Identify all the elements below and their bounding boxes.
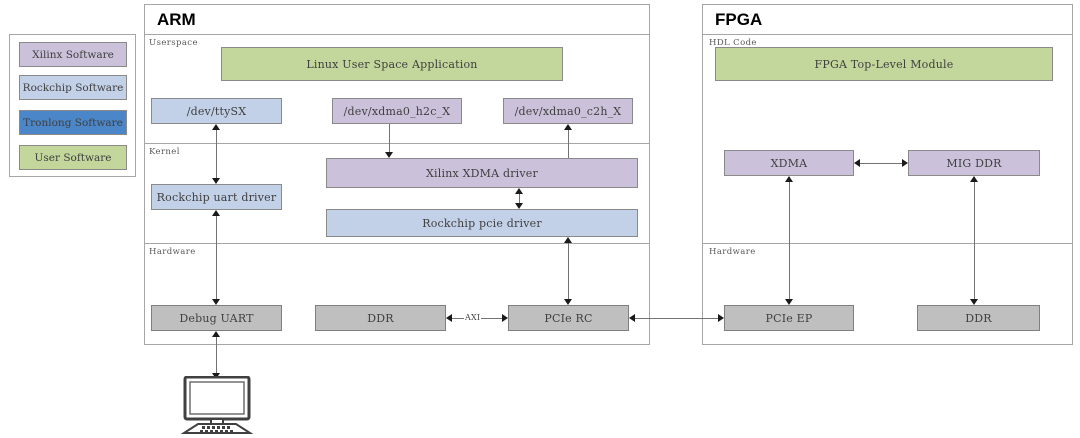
legend-item-rockchip: Rockchip Software xyxy=(19,75,127,100)
box-label: MIG DDR xyxy=(946,156,1002,170)
axi-edge-label: AXI xyxy=(464,313,482,322)
arrow-up-pciedriver2 xyxy=(564,237,572,243)
arrow-down-pcieep xyxy=(785,299,793,305)
xilinx-xdma-driver-box[interactable]: Xilinx XDMA driver xyxy=(326,158,638,188)
fpga-top-level-module-box[interactable]: FPGA Top-Level Module xyxy=(715,47,1053,81)
box-label: DDR xyxy=(965,311,992,325)
arrow-up-xdmadriver2 xyxy=(515,188,523,194)
dev-ttysx-box[interactable]: /dev/ttySX xyxy=(151,98,282,124)
arrow-down-fpgaddr xyxy=(970,299,978,305)
linux-user-space-application-box[interactable]: Linux User Space Application xyxy=(221,47,563,81)
legend-item-xilinx: Xilinx Software xyxy=(19,42,127,67)
arrow-down-uartdrv xyxy=(212,178,220,184)
laptop-icon xyxy=(178,375,256,438)
arrow-down-debuguart xyxy=(212,299,220,305)
conn-h2c-xdmadriver xyxy=(389,124,390,152)
arm-ddr-box[interactable]: DDR xyxy=(315,305,446,331)
legend-item-user: User Software xyxy=(19,145,127,170)
arm-panel-title: ARM xyxy=(157,10,196,29)
box-label: PCIe RC xyxy=(544,311,593,325)
arrow-left-pciers xyxy=(629,314,635,322)
legend-label: Tronlong Software xyxy=(23,116,123,129)
arrow-down-pciedriver xyxy=(515,203,523,209)
conn-migddr-fpgaddr xyxy=(974,182,975,299)
legend-panel: Xilinx Software Rockchip Software Tronlo… xyxy=(9,34,136,177)
rockchip-pcie-driver-box[interactable]: Rockchip pcie driver xyxy=(326,209,638,237)
fpga-panel-title: FPGA xyxy=(715,10,763,29)
conn-xdmadriver-c2h xyxy=(568,130,569,158)
arrow-left-ddr xyxy=(446,314,452,322)
arrow-up-migddr xyxy=(970,176,978,182)
arrow-up-debuguart2 xyxy=(212,331,220,337)
conn-xdma-migddr xyxy=(860,163,903,164)
arrow-down-xdmadriver xyxy=(385,152,393,158)
arrow-right-migddr xyxy=(902,159,908,167)
laptop-svg xyxy=(180,375,254,434)
conn-pciedriver-pciers xyxy=(568,243,569,299)
box-label: Rockchip uart driver xyxy=(156,190,277,204)
legend-label: Rockchip Software xyxy=(22,81,124,94)
arrow-right-pcieep xyxy=(718,314,724,322)
box-label: DDR xyxy=(367,311,394,325)
arrow-down-pciearc xyxy=(564,299,572,305)
fpga-xdma-box[interactable]: XDMA xyxy=(724,150,854,176)
box-label: Linux User Space Application xyxy=(306,57,478,71)
conn-pcieep-xdma xyxy=(789,182,790,299)
debug-uart-box[interactable]: Debug UART xyxy=(151,305,282,331)
conn-xdmadriver-pciedriver xyxy=(519,194,520,204)
conn-ttysx-uartdriver xyxy=(216,130,217,178)
arrow-left-xdma xyxy=(854,159,860,167)
pcie-rc-box[interactable]: PCIe RC xyxy=(508,305,629,331)
conn-debuguart-laptop xyxy=(216,337,217,379)
fpga-title-divider xyxy=(703,34,1072,35)
conn-uartdriver-debuguart xyxy=(216,216,217,299)
arm-kernel-divider xyxy=(145,243,649,244)
conn-pciers-pcieep xyxy=(635,318,718,319)
mig-ddr-box[interactable]: MIG DDR xyxy=(908,150,1040,176)
pcie-ep-box[interactable]: PCIe EP xyxy=(724,305,854,331)
box-label: /dev/xdma0_c2h_X xyxy=(514,104,622,118)
arm-zone-kernel: Kernel xyxy=(149,147,180,157)
box-label: PCIe EP xyxy=(765,311,813,325)
arm-userspace-divider xyxy=(145,143,649,144)
legend-label: Xilinx Software xyxy=(32,48,114,61)
box-label: FPGA Top-Level Module xyxy=(814,57,954,71)
arrow-up-xdma xyxy=(785,176,793,182)
fpga-zone-hdl: HDL Code xyxy=(709,38,757,48)
legend-item-tronlong: Tronlong Software xyxy=(19,110,127,135)
fpga-hdl-divider xyxy=(703,243,1072,244)
arrow-up-ttysx xyxy=(212,124,220,130)
dev-xdma0-c2h-box[interactable]: /dev/xdma0_c2h_X xyxy=(503,98,633,124)
box-label: /dev/ttySX xyxy=(186,104,247,118)
arrow-up-c2h xyxy=(564,124,572,130)
legend-label: User Software xyxy=(34,151,112,164)
fpga-zone-hardware: Hardware xyxy=(709,247,756,257)
fpga-ddr-box[interactable]: DDR xyxy=(917,305,1040,331)
arm-zone-hardware: Hardware xyxy=(149,247,196,257)
rockchip-uart-driver-box[interactable]: Rockchip uart driver xyxy=(151,184,282,210)
arm-title-divider xyxy=(145,34,649,35)
box-label: Rockchip pcie driver xyxy=(422,216,542,230)
box-label: Xilinx XDMA driver xyxy=(426,166,538,180)
box-label: Debug UART xyxy=(179,311,254,325)
box-label: /dev/xdma0_h2c_X xyxy=(343,104,451,118)
arrow-up-uartdrv2 xyxy=(212,210,220,216)
dev-xdma0-h2c-box[interactable]: /dev/xdma0_h2c_X xyxy=(332,98,462,124)
arrow-right-pciers xyxy=(502,314,508,322)
box-label: XDMA xyxy=(770,156,808,170)
arm-zone-userspace: Userspace xyxy=(149,38,198,48)
